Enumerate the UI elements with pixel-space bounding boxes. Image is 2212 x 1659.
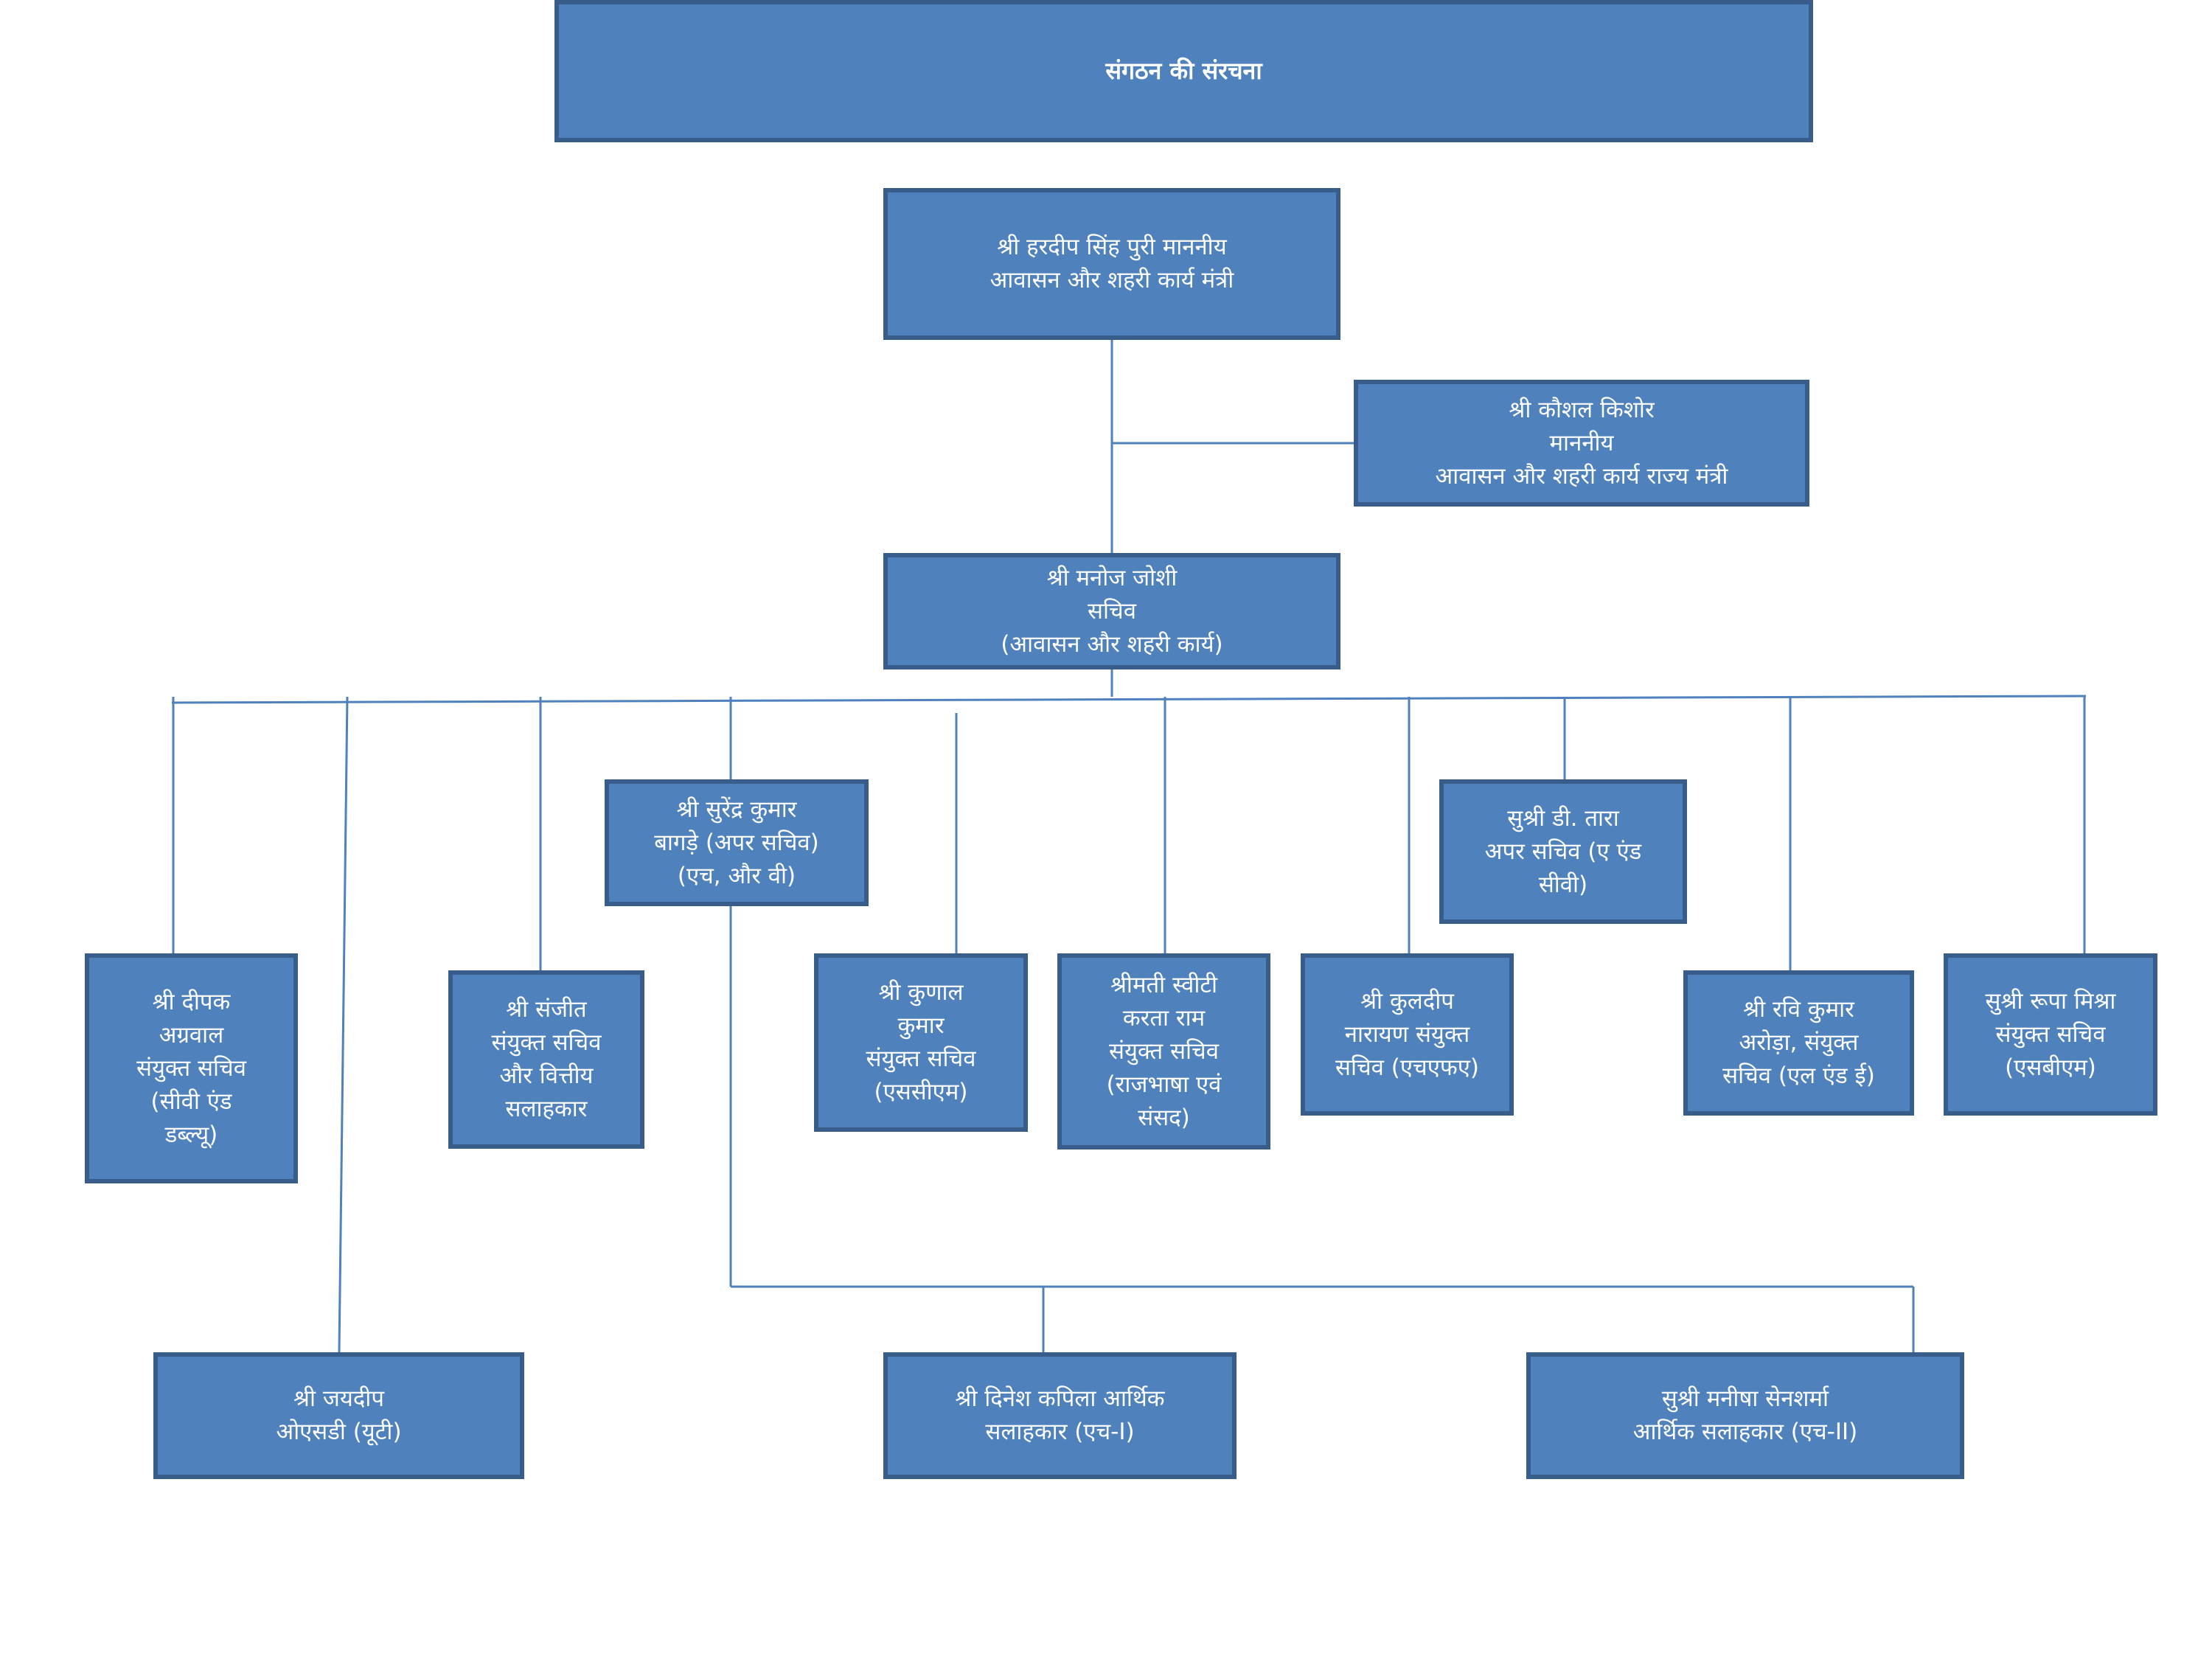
- joint-secretary-box-1: श्री दीपक अग्रवाल संयुक्त सचिव (सीवी एंड…: [85, 953, 298, 1183]
- joint-secretary-text-6: श्री रवि कुमार अरोड़ा, संयुक्त सचिव (एल …: [1722, 996, 1875, 1089]
- joint-secretary-box-4: श्रीमती स्वीटी करता राम संयुक्त सचिव (रा…: [1057, 953, 1270, 1150]
- joint-secretary-box-7: सुश्री रूपा मिश्रा संयुक्त सचिव (एसबीएम): [1944, 953, 2157, 1116]
- economic-adviser-text-2: सुश्री मनीषा सेनशर्मा आर्थिक सलाहकार (एच…: [1632, 1385, 1858, 1445]
- title-text: संगठन की संरचना: [1105, 57, 1262, 85]
- additional-secretary-text-1: श्री सुरेंद्र कुमार बागड़े (अपर सचिव) (ए…: [654, 796, 819, 889]
- minister-of-state-box: श्री कौशल किशोर माननीय आवासन और शहरी कार…: [1354, 380, 1809, 507]
- joint-secretary-box-2: श्री संजीत संयुक्त सचिव और वित्तीय सलाहक…: [448, 970, 644, 1149]
- additional-secretary-text-2: सुश्री डी. तारा अपर सचिव (ए एंड सीवी): [1484, 804, 1642, 898]
- osd-text: श्री जयदीप ओएसडी (यूटी): [276, 1385, 402, 1445]
- joint-secretary-text-1: श्री दीपक अग्रवाल संयुक्त सचिव (सीवी एंड…: [136, 988, 246, 1148]
- org-chart-title: संगठन की संरचना: [554, 0, 1813, 142]
- economic-adviser-box-2: सुश्री मनीषा सेनशर्मा आर्थिक सलाहकार (एच…: [1526, 1352, 1964, 1479]
- joint-secretary-text-2: श्री संजीत संयुक्त सचिव और वित्तीय सलाहक…: [491, 996, 602, 1122]
- additional-secretary-box-2: सुश्री डी. तारा अपर सचिव (ए एंड सीवी): [1439, 779, 1687, 924]
- joint-secretary-box-6: श्री रवि कुमार अरोड़ा, संयुक्त सचिव (एल …: [1683, 970, 1914, 1116]
- economic-adviser-text-1: श्री दिनेश कपिला आर्थिक सलाहकार (एच-I): [955, 1385, 1165, 1445]
- connector-bus: [171, 695, 2087, 704]
- joint-secretary-box-3: श्री कुणाल कुमार संयुक्त सचिव (एससीएम): [814, 953, 1028, 1132]
- joint-secretary-text-4: श्रीमती स्वीटी करता राम संयुक्त सचिव (रा…: [1106, 971, 1222, 1131]
- osd-box: श्री जयदीप ओएसडी (यूटी): [153, 1352, 524, 1479]
- joint-secretary-text-7: सुश्री रूपा मिश्रा संयुक्त सचिव (एसबीएम): [1985, 987, 2116, 1081]
- joint-secretary-box-5: श्री कुलदीप नारायण संयुक्त सचिव (एचएफए): [1301, 953, 1514, 1116]
- additional-secretary-box-1: श्री सुरेंद्र कुमार बागड़े (अपर सचिव) (ए…: [605, 779, 869, 906]
- connector-drop-osd: [338, 696, 349, 1353]
- joint-secretary-text-3: श्री कुणाल कुमार संयुक्त सचिव (एससीएम): [866, 979, 976, 1105]
- secretary-text: श्री मनोज जोशी सचिव (आवासन और शहरी कार्य…: [1001, 564, 1223, 658]
- secretary-box: श्री मनोज जोशी सचिव (आवासन और शहरी कार्य…: [883, 553, 1340, 669]
- economic-adviser-box-1: श्री दिनेश कपिला आर्थिक सलाहकार (एच-I): [883, 1352, 1237, 1479]
- joint-secretary-text-5: श्री कुलदीप नारायण संयुक्त सचिव (एचएफए): [1335, 987, 1479, 1081]
- minister-of-state-text: श्री कौशल किशोर माननीय आवासन और शहरी कार…: [1435, 396, 1728, 490]
- minister-box: श्री हरदीप सिंह पुरी माननीय आवासन और शहर…: [883, 188, 1340, 340]
- minister-text: श्री हरदीप सिंह पुरी माननीय आवासन और शहर…: [990, 234, 1234, 293]
